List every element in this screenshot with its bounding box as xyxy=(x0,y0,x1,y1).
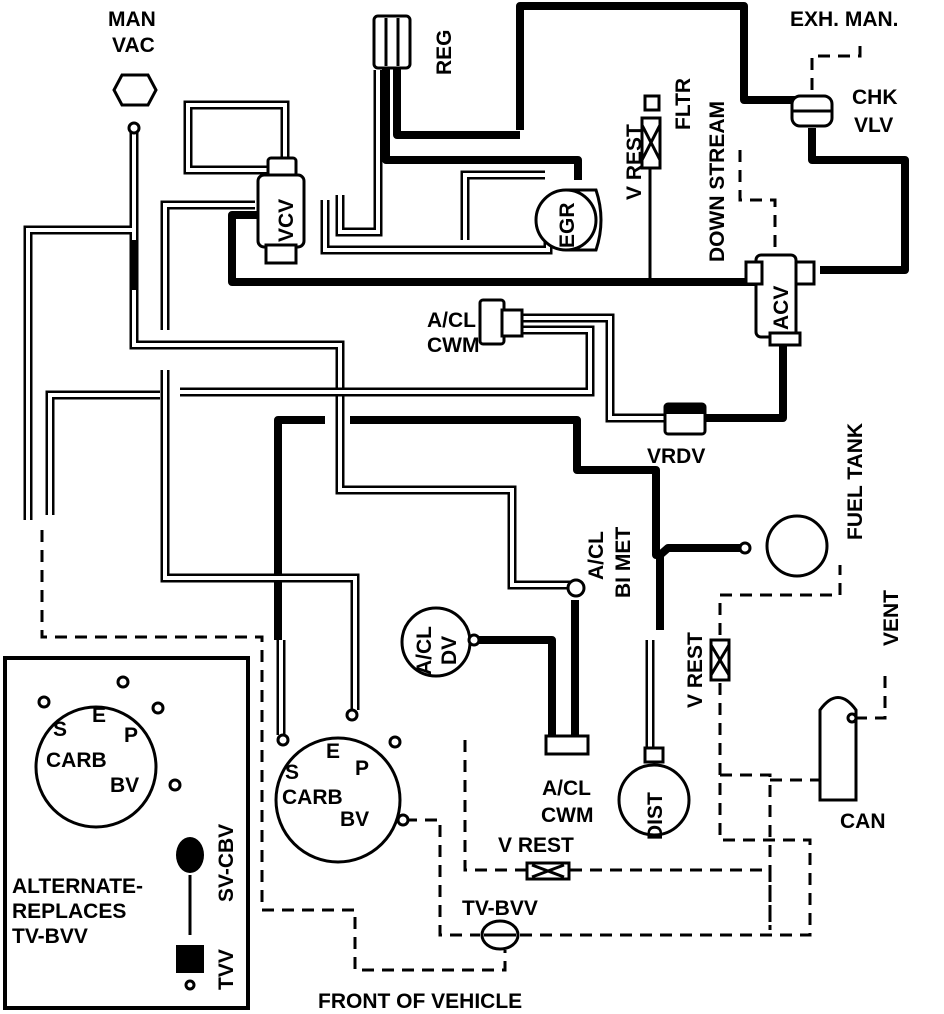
fuel-tank xyxy=(738,514,829,578)
label-vlv: VLV xyxy=(854,114,893,137)
label-man: MAN xyxy=(108,8,156,31)
carb-main-s: S xyxy=(285,761,299,784)
label-acl-dv-1: A/CL xyxy=(413,626,436,675)
carb-alt-carb: CARB xyxy=(46,749,107,772)
labels: MAN VAC REG EXH. MAN. CHK VLV V REST FLT… xyxy=(12,8,903,1013)
label-vac: VAC xyxy=(112,34,155,57)
label-alternate-1: ALTERNATE- xyxy=(12,875,143,898)
carb-alt-bv: BV xyxy=(110,774,139,797)
carb-main-carb: CARB xyxy=(282,786,343,809)
acl-dv xyxy=(400,606,481,678)
carb-alt-s: S xyxy=(53,718,67,741)
label-front-of-vehicle: FRONT OF VEHICLE xyxy=(318,990,522,1013)
acl-cwm-bottom xyxy=(544,734,590,756)
v-rest-right xyxy=(709,638,731,682)
carb-main-e: E xyxy=(326,740,340,763)
label-down-stream: DOWN STREAM xyxy=(706,101,729,262)
carb-main xyxy=(274,708,410,864)
label-chk: CHK xyxy=(852,86,898,109)
carb-alt-p: P xyxy=(124,724,138,747)
label-tv-bvv: TV-BVV xyxy=(462,897,538,920)
label-exh-man: EXH. MAN. xyxy=(790,8,899,31)
acv-valve xyxy=(744,253,816,347)
label-fuel-tank: FUEL TANK xyxy=(844,423,867,540)
label-acl-bimet-1: A/CL xyxy=(585,531,608,580)
label-can: CAN xyxy=(840,810,886,833)
label-acv: ACV xyxy=(770,286,793,330)
tube-hoses xyxy=(23,70,665,750)
label-fltr: FLTR xyxy=(672,78,695,130)
carb-main-bv: BV xyxy=(340,808,369,831)
carb-alt-e: E xyxy=(92,704,106,727)
vapor-canister xyxy=(818,696,858,802)
label-acl-bimet-2: BI MET xyxy=(612,527,635,598)
alternate-box xyxy=(3,656,250,1010)
label-v-rest-top: V REST xyxy=(623,124,646,200)
label-egr: EGR xyxy=(556,202,579,248)
distributor xyxy=(617,746,691,837)
reg-regulator xyxy=(372,14,412,70)
man-vac-fitting xyxy=(112,73,158,135)
vcv-valve xyxy=(256,156,306,265)
label-tvv: TVV xyxy=(215,949,238,990)
egr-valve xyxy=(534,188,603,252)
label-acl-cwm-top-2: CWM xyxy=(427,334,479,357)
acl-bimet-fitting xyxy=(566,578,586,598)
carb-main-p: P xyxy=(355,757,369,780)
label-v-rest-right: V REST xyxy=(684,632,707,708)
label-acl-cwm-bot-1: A/CL xyxy=(542,777,591,800)
label-dist: DIST xyxy=(644,792,667,840)
label-vent: VENT xyxy=(880,590,903,646)
label-acl-dv-2: DV xyxy=(438,636,461,665)
tv-bvv xyxy=(480,919,520,951)
label-sv-cbv: SV-CBV xyxy=(215,824,238,902)
label-vrdv: VRDV xyxy=(647,445,705,468)
v-rest-filter-top xyxy=(640,94,662,170)
label-acl-cwm-top-1: A/CL xyxy=(427,309,476,332)
label-alternate-2: REPLACES xyxy=(12,900,126,923)
acl-cwm-top xyxy=(478,298,524,346)
label-vcv: VCV xyxy=(275,199,298,242)
label-alternate-3: TV-BVV xyxy=(12,925,88,948)
vrdv-valve xyxy=(663,402,707,436)
dashed-hoses xyxy=(40,40,887,972)
check-valve xyxy=(790,94,834,128)
v-rest-bottom xyxy=(525,861,571,881)
label-v-rest-bottom: V REST xyxy=(498,834,574,857)
label-reg: REG xyxy=(433,29,456,75)
label-acl-cwm-bot-2: CWM xyxy=(541,804,593,827)
